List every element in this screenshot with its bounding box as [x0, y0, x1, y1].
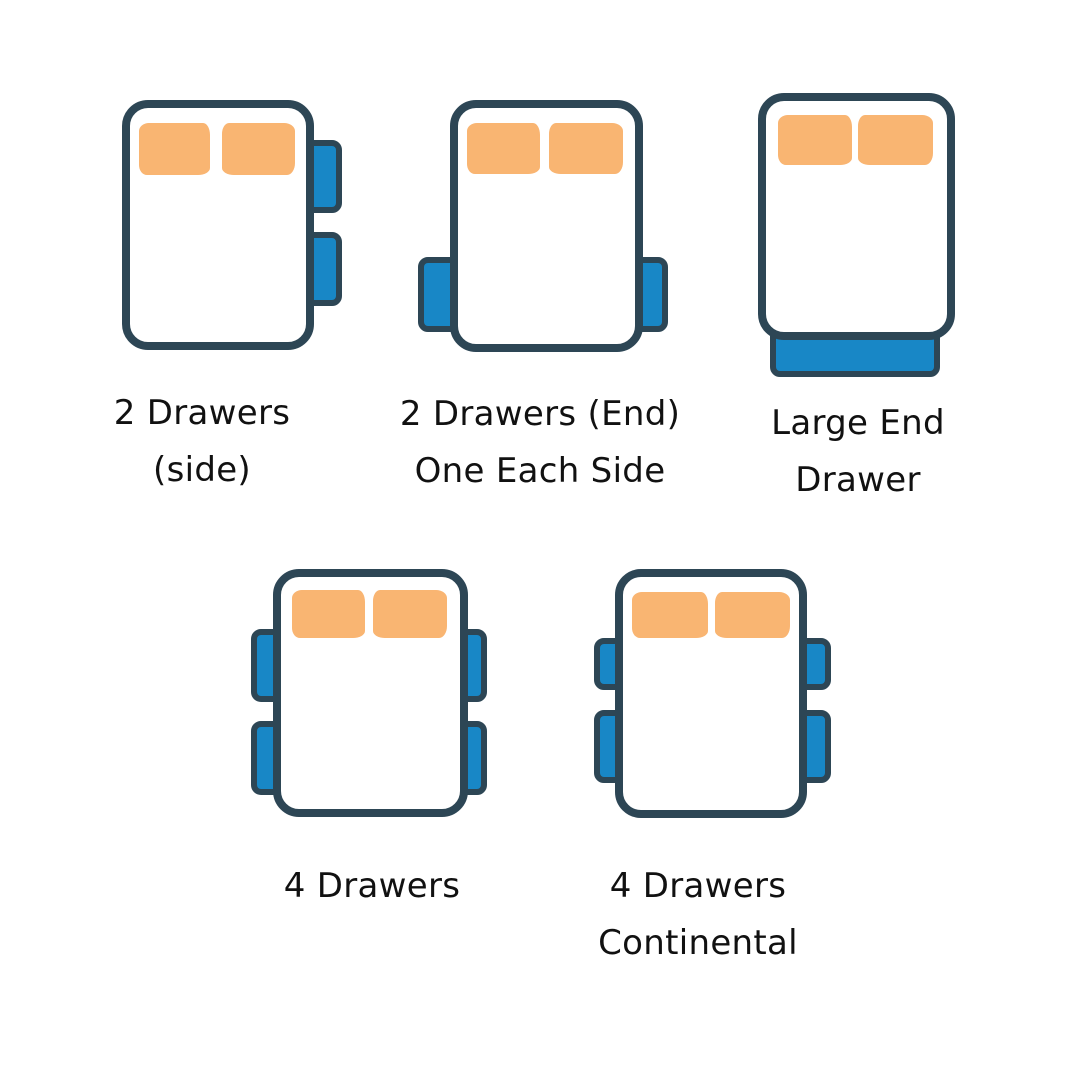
pillow-icon: [858, 115, 933, 165]
pillow-icon: [292, 590, 365, 638]
label-line: 4 Drawers: [609, 866, 787, 906]
bed-icon: [450, 100, 643, 352]
pillow-icon: [467, 123, 540, 174]
label-line: Large End: [771, 403, 945, 443]
label-line: Drawer: [795, 460, 921, 500]
bed-icon: [615, 569, 807, 818]
figure-label: Large End Drawer: [771, 395, 945, 509]
figure-label: 4 Drawers: [284, 858, 461, 915]
figure-label: 4 Drawers Continental: [598, 858, 798, 972]
label-line: 2 Drawers: [113, 393, 291, 433]
figure-label: 2 Drawers (side): [114, 385, 291, 499]
pillow-icon: [222, 123, 295, 175]
pillow-icon: [715, 592, 790, 638]
pillow-icon: [632, 592, 708, 638]
figure-label: 2 Drawers (End) One Each Side: [400, 386, 680, 500]
label-line: 4 Drawers: [283, 866, 461, 906]
bed-icon: [273, 569, 468, 817]
pillow-icon: [373, 590, 447, 638]
pillow-icon: [549, 123, 623, 174]
label-line: (side): [153, 450, 251, 490]
bed-icon: [122, 100, 314, 350]
label-line: Continental: [598, 923, 798, 963]
pillow-icon: [778, 115, 852, 165]
label-line: One Each Side: [414, 451, 666, 491]
pillow-icon: [139, 123, 210, 175]
label-line: 2 Drawers (End): [399, 394, 681, 434]
bed-icon: [758, 93, 955, 340]
